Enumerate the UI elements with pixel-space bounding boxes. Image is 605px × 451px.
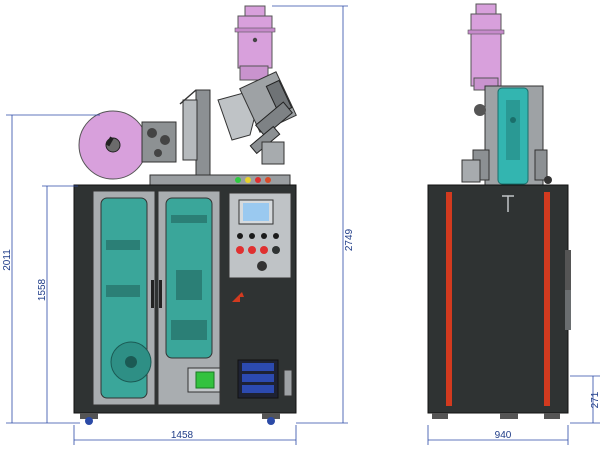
panel-buttons xyxy=(236,233,280,271)
side-foot-left xyxy=(432,413,448,419)
side-hopper-cap xyxy=(475,3,497,15)
side-dimensions: 940 271 xyxy=(427,375,601,445)
side-hopper xyxy=(470,13,502,87)
hopper-cap xyxy=(244,5,266,17)
door-handle-left xyxy=(151,280,154,308)
side-view xyxy=(427,3,571,419)
side-filter xyxy=(283,369,293,397)
front-dimensions: 2011 1558 2749 1458 xyxy=(2,5,355,445)
hopper-lower xyxy=(239,65,269,81)
forming-column xyxy=(195,89,211,186)
dim-front-body-height: 1558 xyxy=(37,278,48,301)
red-stripe-left xyxy=(446,192,452,406)
red-stripe-right xyxy=(544,192,550,406)
dim-side-leg-height: 271 xyxy=(590,391,601,408)
front-foot-right xyxy=(262,413,280,419)
light-yellow xyxy=(245,177,251,183)
light-green xyxy=(235,177,241,183)
side-foot-right xyxy=(544,413,560,419)
door-handle-right xyxy=(159,280,162,308)
light-red xyxy=(255,177,261,183)
dim-front-total-height: 2011 xyxy=(2,249,13,271)
front-view xyxy=(73,5,297,425)
dim-front-width: 1458 xyxy=(171,430,194,441)
brand-logo xyxy=(232,292,280,321)
dim-side-width: 940 xyxy=(495,430,512,441)
dim-side-total-height: 2749 xyxy=(344,228,355,251)
front-foot-left xyxy=(80,413,98,419)
